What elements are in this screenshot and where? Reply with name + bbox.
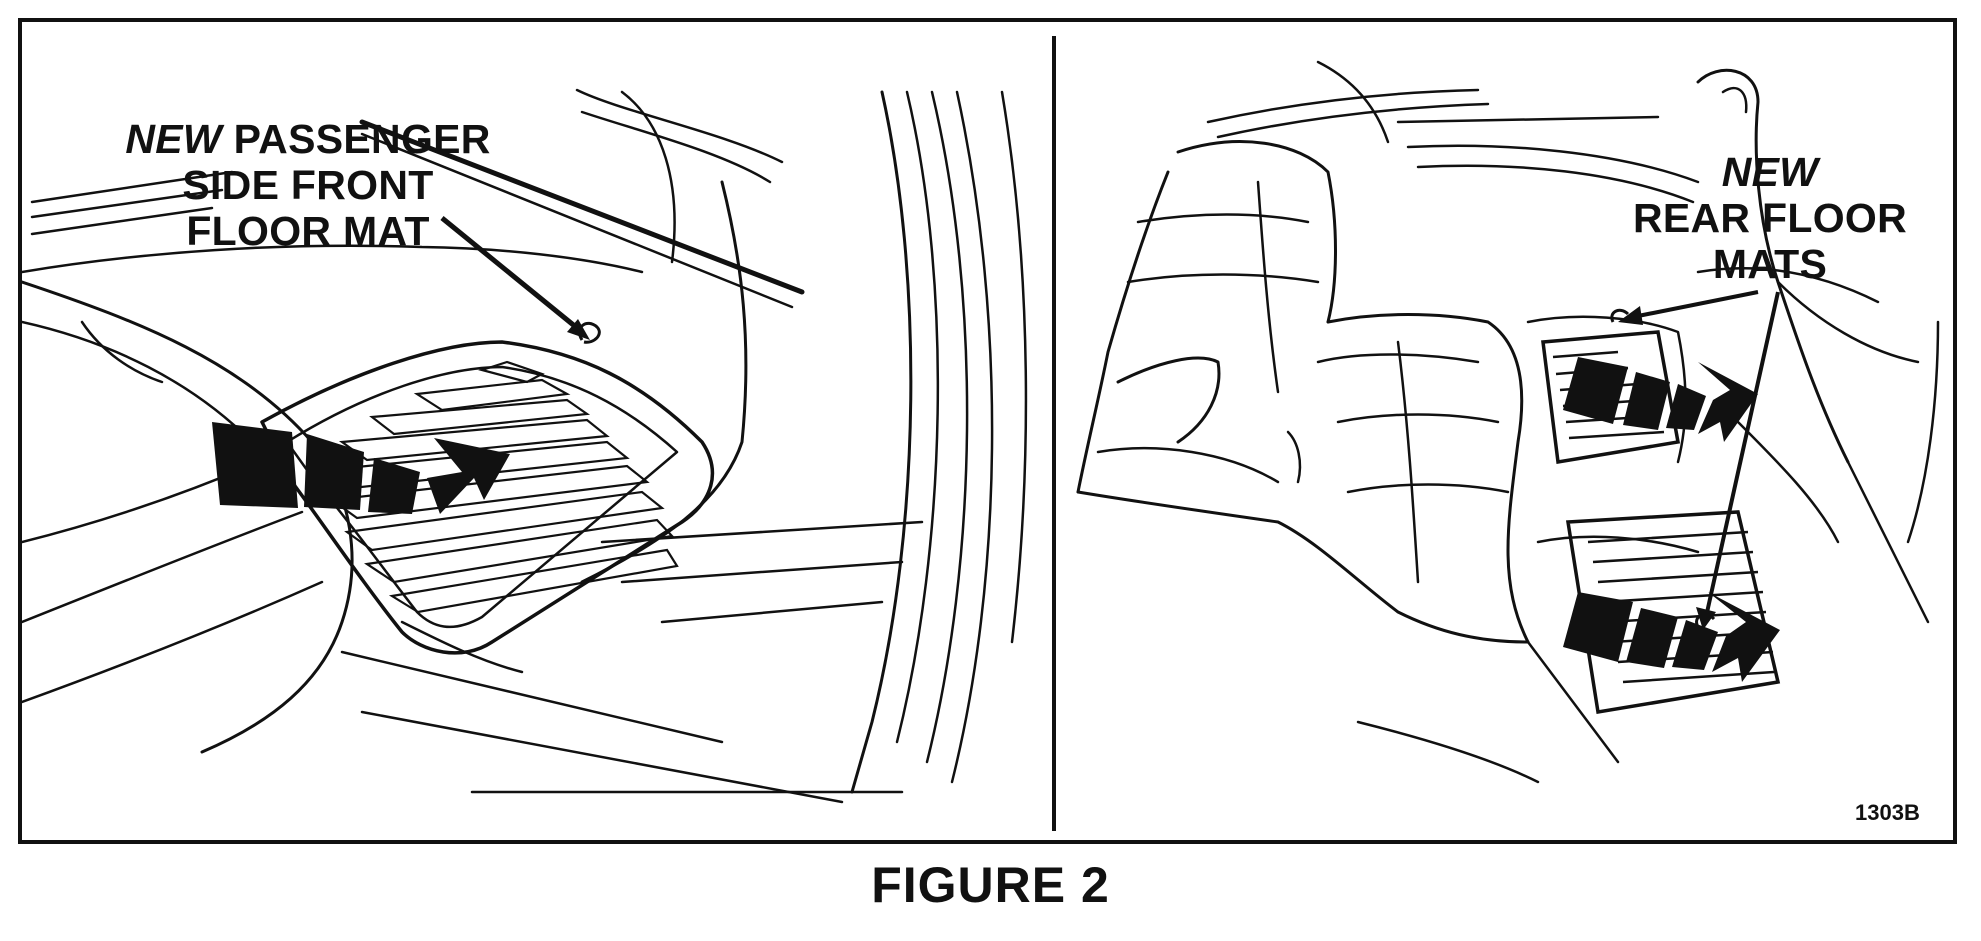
rear-floor-drawing (1076, 60, 1940, 784)
front-label-line2: SIDE FRONT (182, 161, 434, 208)
rear-lower-install-arrow (1563, 592, 1780, 682)
door-pillar-line (850, 90, 913, 794)
front-label-line1: PASSENGER (233, 116, 491, 162)
seat-outline (22, 280, 354, 754)
front-label-line3: FLOOR MAT (186, 207, 430, 254)
front-floor-illustration: NEW PASSENGER SIDE FRONT FLOOR MAT (22, 22, 1050, 840)
rear-leader-upper (1627, 290, 1759, 320)
front-floor-mat-outline (260, 340, 715, 655)
rear-label-new: NEW (1721, 149, 1819, 195)
rear-label-line2: MATS (1712, 240, 1828, 287)
rear-seat-outline (1176, 140, 1337, 324)
rear-label-line1: REAR FLOOR (1632, 194, 1908, 241)
front-label-new: NEW (125, 116, 222, 162)
front-leader-line (440, 216, 584, 334)
dash-edge-line (575, 88, 784, 164)
rear-leader-lower (1704, 291, 1780, 618)
figure-code: 1303B (1855, 800, 1920, 825)
front-mat-label: NEW PASSENGER SIDE FRONT FLOOR MAT (88, 116, 528, 255)
glovebox-edge-line (359, 119, 805, 295)
panel-divider (1052, 36, 1056, 831)
rear-upper-hook (1610, 308, 1630, 323)
rear-mat-label: NEW REAR FLOOR MATS (1620, 149, 1920, 288)
front-install-arrow (212, 422, 510, 514)
front-floor-drawing (22, 88, 1028, 804)
front-seat-outline (1696, 68, 1850, 464)
rear-floor-illustration: NEW REAR FLOOR MATS (1058, 22, 1953, 840)
rear-upper-install-arrow (1563, 357, 1758, 442)
figure-caption: FIGURE 2 (871, 857, 1110, 913)
